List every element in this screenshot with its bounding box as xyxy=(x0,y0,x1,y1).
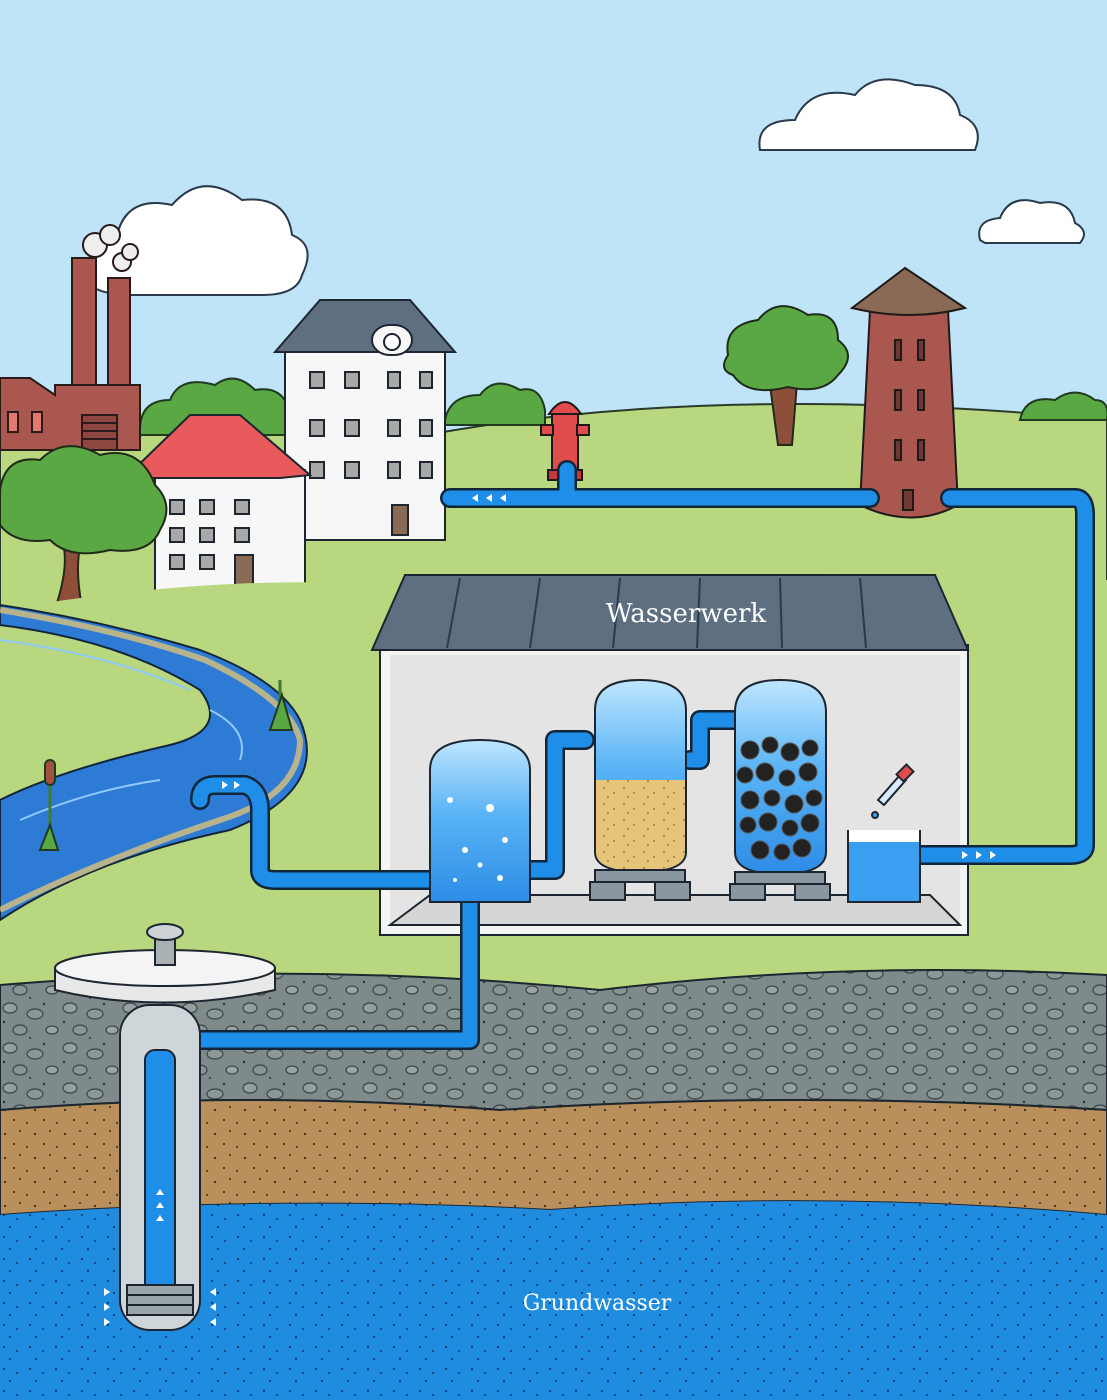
flow-arrows xyxy=(222,494,996,859)
river xyxy=(0,603,308,922)
cloud-icon xyxy=(87,185,309,296)
filter-tank-icon xyxy=(729,678,831,901)
pipette-icon xyxy=(871,763,915,819)
filter-tank-icon xyxy=(589,678,691,901)
factory-icon xyxy=(0,224,141,451)
groundwater-label: Grundwasser xyxy=(523,1291,672,1316)
well-icon xyxy=(54,923,276,1331)
house-icon xyxy=(272,299,458,541)
clean-water-basin xyxy=(847,830,921,903)
tree-icon xyxy=(723,305,849,446)
flow-arrows xyxy=(104,1189,216,1326)
cloud-icon xyxy=(758,78,979,152)
groundwater-layer xyxy=(0,1201,1107,1400)
bushes xyxy=(139,377,1107,436)
house-icon xyxy=(122,414,313,593)
water-tower-icon xyxy=(849,266,968,519)
reed-icon xyxy=(38,680,294,851)
cloud-icon xyxy=(978,199,1085,244)
raw-water-tank xyxy=(429,738,531,903)
waterworks-label: Wasserwerk xyxy=(606,599,767,629)
